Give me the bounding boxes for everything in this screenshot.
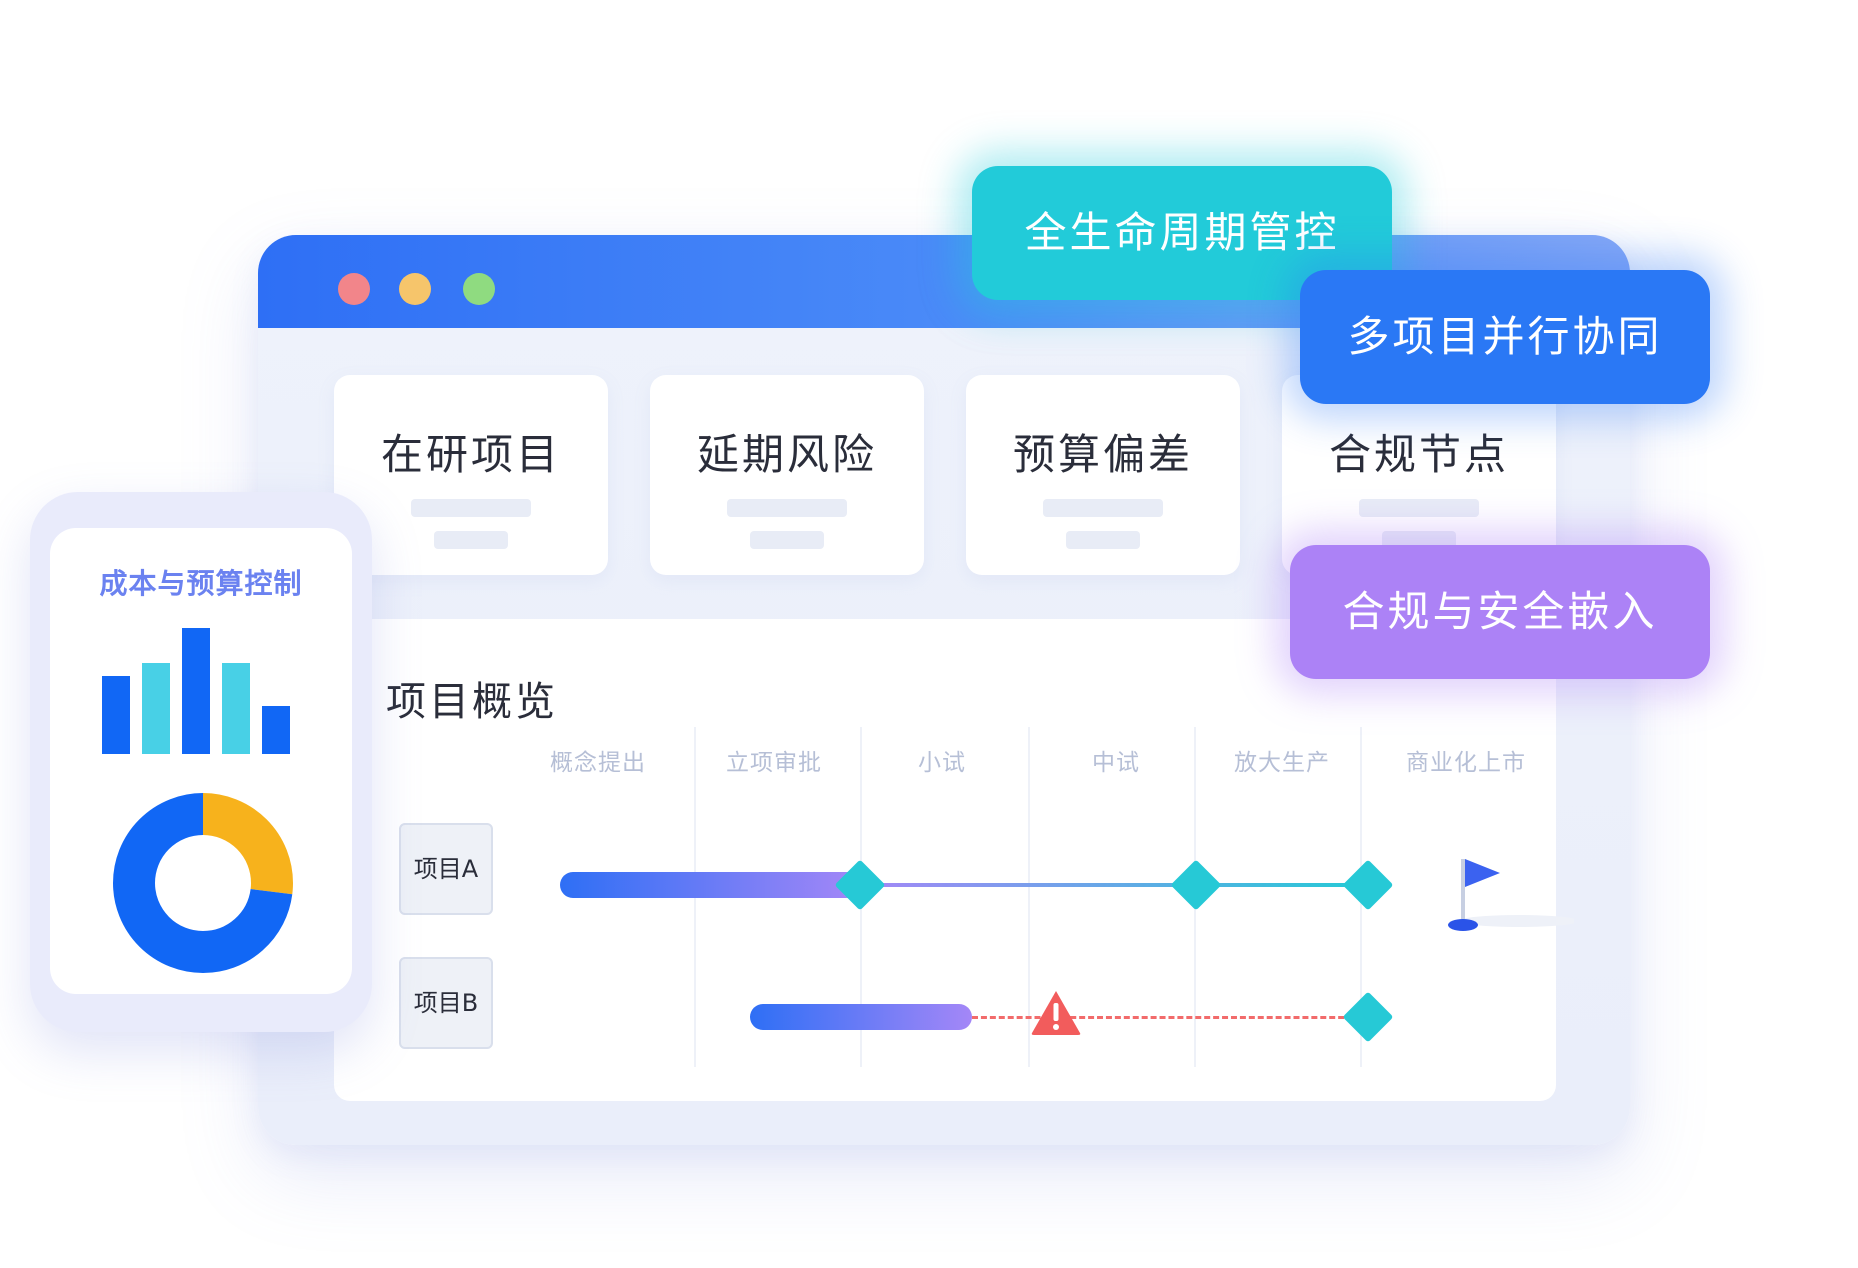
milestone-diamond-icon[interactable] <box>834 859 886 911</box>
stat-card-title: 延期风险 <box>696 430 877 479</box>
stat-card-title: 预算偏差 <box>1012 430 1193 479</box>
stage-label: 商业化上市 <box>1406 750 1526 776</box>
bar-mark <box>182 628 210 754</box>
stage-label: 立项审批 <box>726 750 822 776</box>
donut-chart <box>113 793 293 973</box>
bar-mark <box>142 663 170 754</box>
stat-card-title: 在研项目 <box>380 430 561 479</box>
window-close-dot[interactable] <box>338 273 370 305</box>
cost-budget-card-inner: 成本与预算控制 <box>50 528 352 994</box>
placeholder-bar <box>411 499 531 517</box>
cost-budget-title: 成本与预算控制 <box>99 567 303 600</box>
project-label-a[interactable]: 项目A <box>399 823 493 915</box>
bar-mark <box>262 706 290 754</box>
project-b-delay-line <box>972 1016 1362 1019</box>
stage-divider <box>1028 727 1030 1067</box>
compliance-tag: 合规与安全嵌入 <box>1290 545 1710 679</box>
window-maximize-dot[interactable] <box>463 273 495 305</box>
bar-mark <box>102 676 130 754</box>
placeholder-bar <box>1043 499 1163 517</box>
window-minimize-dot[interactable] <box>399 273 431 305</box>
bar-mark <box>222 663 250 754</box>
placeholder-bar <box>750 531 824 549</box>
cost-budget-card[interactable]: 成本与预算控制 <box>30 492 372 1032</box>
project-a-progress-bar[interactable] <box>560 872 860 898</box>
placeholder-bar <box>1359 499 1479 517</box>
flag-icon <box>1448 859 1574 931</box>
project-label-b[interactable]: 项目B <box>399 957 493 1049</box>
project-b-progress-bar[interactable] <box>750 1004 972 1030</box>
stat-card-delay-risk[interactable]: 延期风险 <box>650 375 924 575</box>
stat-card-budget-variance[interactable]: 预算偏差 <box>966 375 1240 575</box>
stage-label: 小试 <box>918 750 966 776</box>
project-a-plan-line <box>860 883 1360 887</box>
milestone-diamond-icon[interactable] <box>1342 859 1394 911</box>
placeholder-bar <box>434 531 508 549</box>
overview-title: 项目概览 <box>386 679 558 725</box>
milestone-diamond-icon[interactable] <box>1170 859 1222 911</box>
stat-card-in-progress[interactable]: 在研项目 <box>334 375 608 575</box>
placeholder-bar <box>1382 531 1456 549</box>
stat-card-title: 合规节点 <box>1328 430 1509 479</box>
stage-label: 中试 <box>1092 750 1140 776</box>
multi-project-tag: 多项目并行协同 <box>1300 270 1710 404</box>
project-overview-panel: 项目概览 概念提出 立项审批 小试 中试 放大生产 商业化上市 项目A 项目B <box>334 619 1574 1101</box>
donut-slice-primary <box>113 793 293 973</box>
lifecycle-tag: 全生命周期管控 <box>972 166 1392 300</box>
placeholder-bar <box>727 499 847 517</box>
stat-card-compliance-nodes[interactable]: 合规节点 <box>1282 375 1556 575</box>
milestone-diamond-icon[interactable] <box>1342 991 1394 1043</box>
placeholder-bar <box>1066 531 1140 549</box>
stage-label: 放大生产 <box>1234 750 1330 776</box>
bar-chart <box>102 628 312 754</box>
warning-icon[interactable] <box>1030 989 1082 1037</box>
stage-label: 概念提出 <box>550 750 646 776</box>
